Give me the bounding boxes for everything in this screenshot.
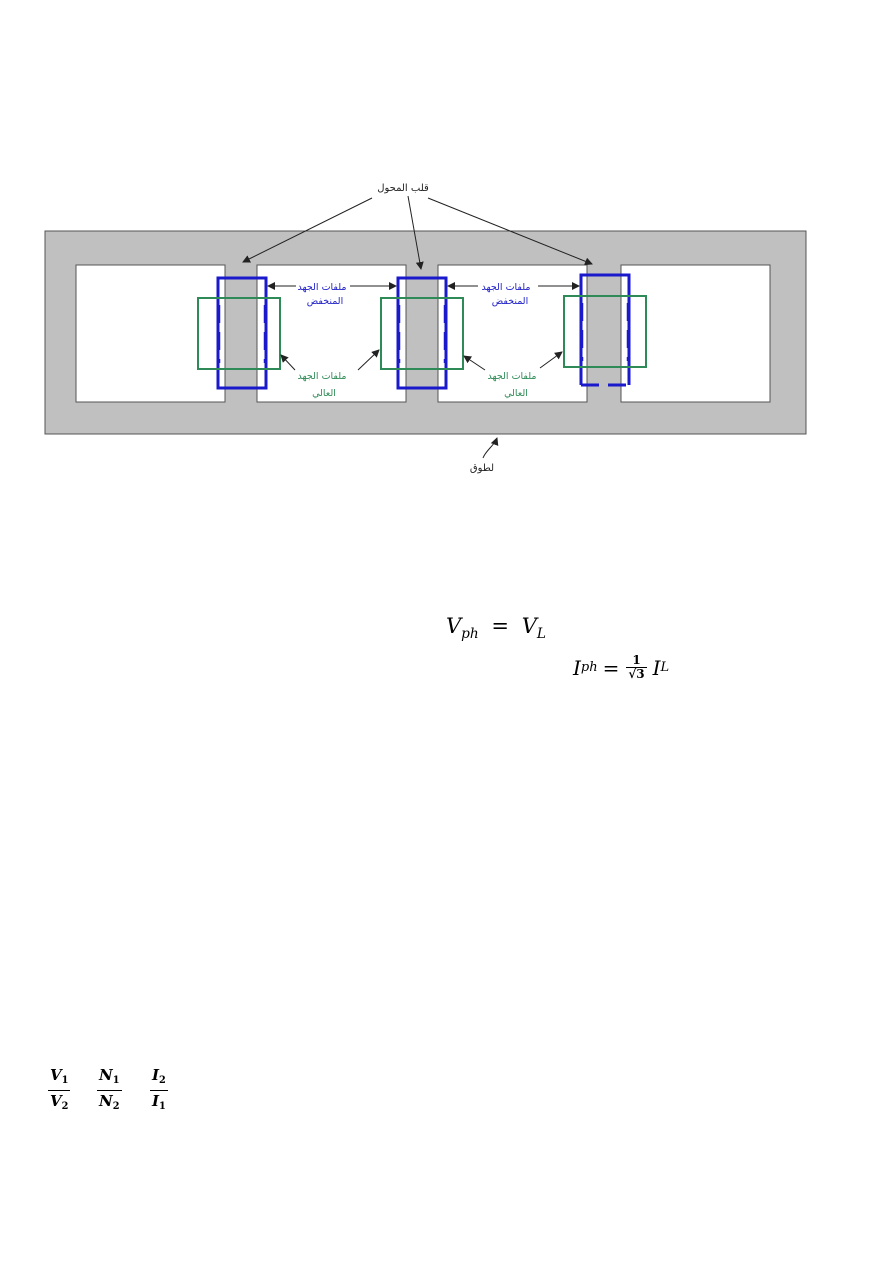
lv-coil-label: ملفات الجهد <box>482 282 531 293</box>
fraction: 1 √3 <box>626 653 647 681</box>
hv-coil-label: ملفات الجهد <box>298 371 347 382</box>
transformer-core-diagram: قلب المحول ملفات الجهد المنخفض ملفات الج… <box>44 183 807 474</box>
yoke-label: لطوق <box>470 463 494 474</box>
limb-1-coils <box>197 276 281 390</box>
hv-coil <box>197 297 281 370</box>
lv-coil-label: المنخفض <box>492 296 528 307</box>
hv-coil-label: العالي <box>312 388 336 399</box>
core-label-arrows <box>242 195 593 270</box>
phase-voltage-equation: Vph = VL <box>446 614 546 642</box>
core-window <box>620 264 771 403</box>
core-window <box>75 264 226 403</box>
lv-coil-label: المنخفض <box>307 296 343 307</box>
limb-3-coils <box>563 273 647 387</box>
core-label: قلب المحول <box>377 183 429 194</box>
hv-coil-label: العالي <box>504 388 528 399</box>
turns-ratio: N1 N2 <box>97 1066 122 1112</box>
lv-coil-label: ملفات الجهد <box>298 282 347 293</box>
limb-2-coils <box>380 276 464 390</box>
hv-coil-label: ملفات الجهد <box>488 371 537 382</box>
current-ratio: I2 I1 <box>150 1066 168 1112</box>
hv-coil <box>380 297 464 370</box>
voltage-ratio: V1 V2 <box>48 1066 71 1112</box>
hv-coil <box>563 295 647 368</box>
